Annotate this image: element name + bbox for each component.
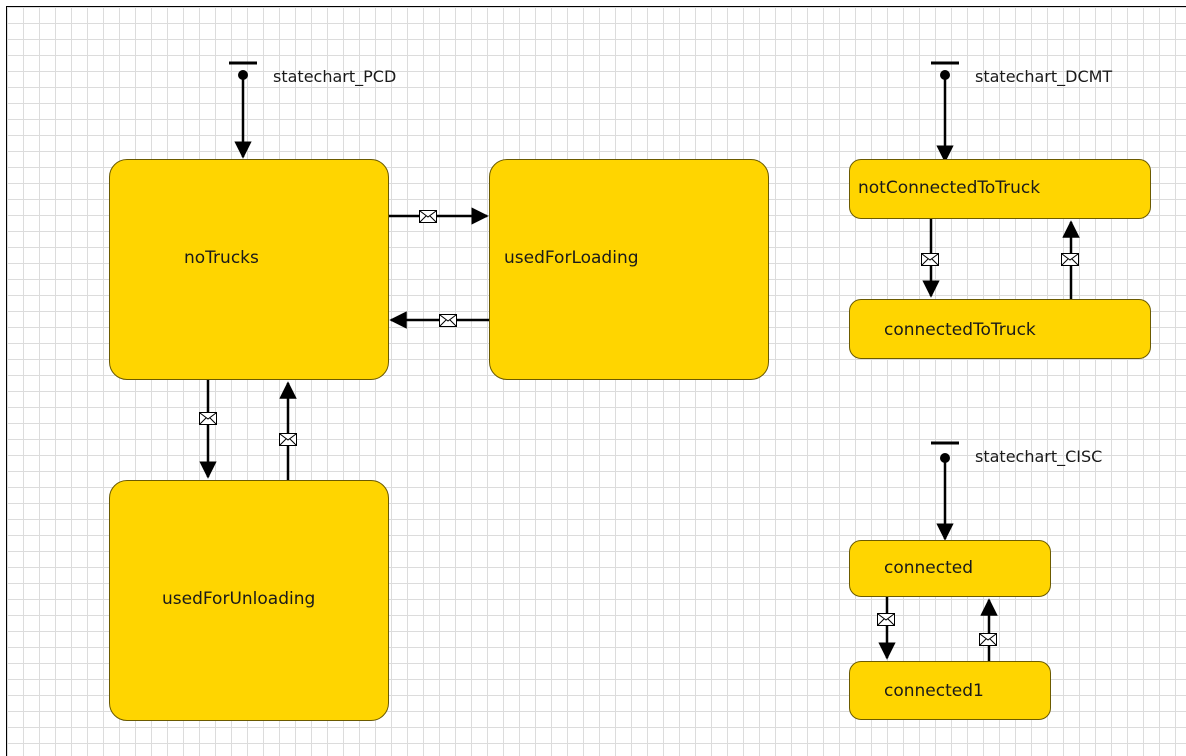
diagram-canvas[interactable]: statechart_PCD statechart_DCMT statechar… xyxy=(6,6,1186,756)
statechart-label-dcmt: statechart_DCMT xyxy=(975,67,1113,86)
state-label: notConnectedToTruck xyxy=(858,178,1041,198)
statechart-label-pcd: statechart_PCD xyxy=(273,67,397,86)
message-icon xyxy=(279,433,297,446)
state-label: connectedToTruck xyxy=(884,320,1036,340)
message-icon xyxy=(419,210,437,223)
state-usedforunloading[interactable]: usedForUnloading xyxy=(109,480,389,721)
statechart-label-cisc: statechart_CISC xyxy=(975,447,1103,466)
state-label: connected xyxy=(884,558,974,578)
message-icon xyxy=(877,613,895,626)
message-icon xyxy=(439,314,457,327)
state-label: usedForUnloading xyxy=(162,589,316,609)
state-connectedtotruck[interactable]: connectedToTruck xyxy=(849,299,1151,359)
message-icon xyxy=(199,412,217,425)
message-icon xyxy=(1061,253,1079,266)
state-usedforloading[interactable]: usedForLoading xyxy=(489,159,769,380)
message-icon xyxy=(921,253,939,266)
state-label: noTrucks xyxy=(184,248,259,268)
state-connected[interactable]: connected xyxy=(849,540,1051,597)
state-label: connected1 xyxy=(884,681,984,701)
state-label: usedForLoading xyxy=(504,248,639,268)
state-notconnectedtotruck[interactable]: notConnectedToTruck xyxy=(849,159,1151,219)
state-notrucks[interactable]: noTrucks xyxy=(109,159,389,380)
message-icon xyxy=(979,633,997,646)
state-connected1[interactable]: connected1 xyxy=(849,661,1051,720)
